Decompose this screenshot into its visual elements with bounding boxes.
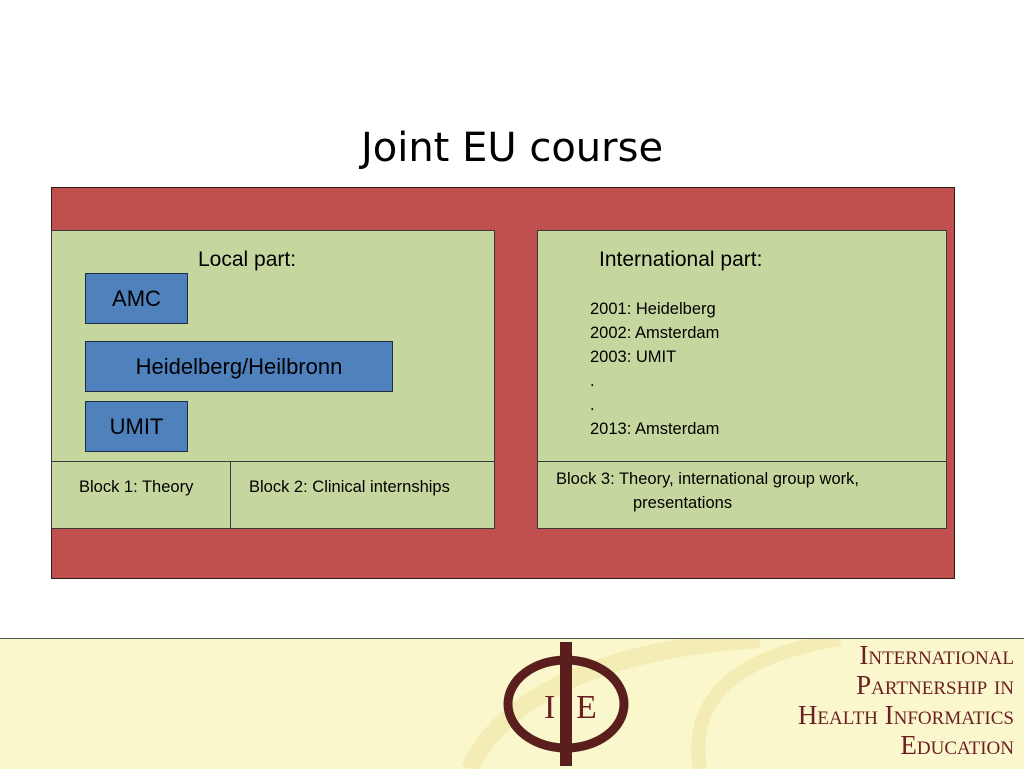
institution-heidelberg-heilbronn: Heidelberg/Heilbronn	[85, 341, 393, 392]
institution-amc: AMC	[85, 273, 188, 324]
host-year-item: 2003: UMIT	[590, 348, 677, 366]
organization-name: International Partnership in Health Info…	[798, 640, 1014, 760]
block-3-line-2: presentations	[633, 494, 733, 512]
page-title: Joint EU course	[360, 124, 664, 171]
logo-letter-e: E	[576, 689, 597, 726]
local-part-label: Local part:	[198, 248, 297, 271]
local-block-divider	[51, 461, 495, 462]
international-part-panel	[537, 230, 947, 529]
block-separator	[230, 461, 231, 529]
host-year-item: 2002: Amsterdam	[590, 324, 720, 342]
org-line-1: International	[859, 640, 1014, 670]
org-line-2: Partnership in	[856, 670, 1014, 700]
org-line-4: Education	[900, 730, 1014, 760]
host-years-list: 2001: Heidelberg 2002: Amsterdam 2003: U…	[590, 297, 719, 441]
international-part-label: International part:	[599, 248, 763, 271]
org-line-3: Health Informatics	[797, 700, 1014, 730]
block-2-label: Block 2: Clinical internships	[249, 478, 450, 496]
host-year-item: .	[590, 396, 595, 414]
block-3-line-1: Block 3: Theory, international group wor…	[556, 470, 859, 488]
institution-umit: UMIT	[85, 401, 188, 452]
block-3-label: Block 3: Theory, international group wor…	[556, 467, 936, 515]
block-1-label: Block 1: Theory	[79, 478, 194, 496]
host-year-item: 2001: Heidelberg	[590, 300, 716, 318]
international-block-divider	[537, 461, 947, 462]
logo-letter-i: I	[544, 689, 555, 726]
iphie-logo: I E	[503, 642, 629, 766]
host-year-item: .	[590, 372, 595, 390]
host-year-item: 2013: Amsterdam	[590, 420, 720, 438]
